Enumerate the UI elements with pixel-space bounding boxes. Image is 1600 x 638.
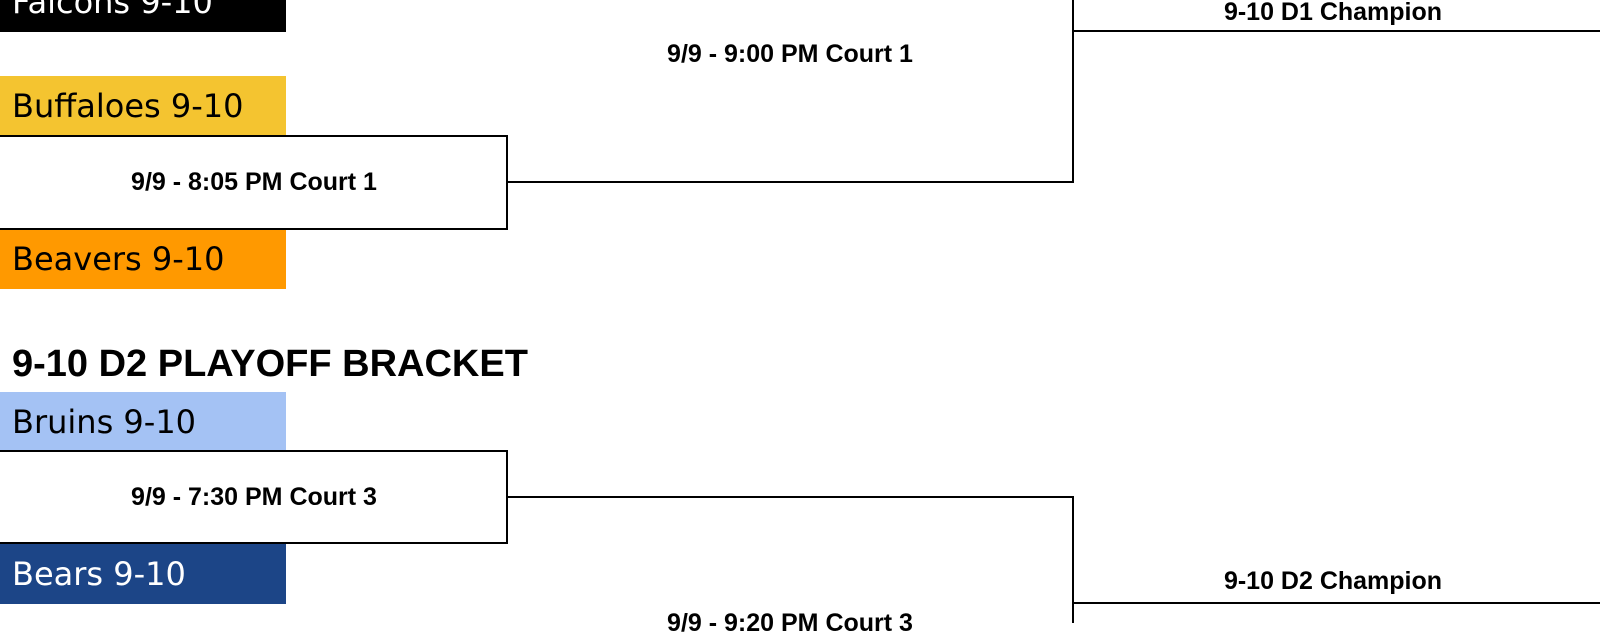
bracket-line: [0, 135, 508, 137]
game-label-d2-final: 9/9 - 9:20 PM Court 3: [667, 609, 913, 637]
bracket-line: [1072, 30, 1600, 32]
team-name: Falcons 9-10: [12, 0, 213, 21]
bracket-line: [1072, 0, 1074, 183]
team-falcons: Falcons 9-10: [0, 0, 286, 32]
bracket-line: [0, 542, 508, 544]
bracket-line: [0, 228, 508, 230]
team-bears: Bears 9-10: [0, 544, 286, 604]
team-name: Bears 9-10: [12, 555, 186, 593]
team-buffaloes: Buffaloes 9-10: [0, 76, 286, 136]
game-label-d1-final: 9/9 - 9:00 PM Court 1: [667, 40, 913, 68]
team-bruins: Bruins 9-10: [0, 392, 286, 452]
game-label-d1-semi: 9/9 - 8:05 PM Court 1: [131, 168, 377, 196]
bracket-line: [506, 181, 1074, 183]
bracket-line: [506, 496, 1074, 498]
bracket-line: [1072, 496, 1074, 623]
team-beavers: Beavers 9-10: [0, 229, 286, 289]
champion-label-d1: 9-10 D1 Champion: [1223, 0, 1443, 26]
game-label-d2-semi: 9/9 - 7:30 PM Court 3: [131, 483, 377, 511]
team-name: Buffaloes 9-10: [12, 87, 244, 125]
champion-label-d2: 9-10 D2 Champion: [1223, 567, 1443, 595]
bracket-line: [1072, 602, 1600, 604]
bracket-line: [0, 450, 508, 452]
team-name: Beavers 9-10: [12, 240, 225, 278]
team-name: Bruins 9-10: [12, 403, 197, 441]
bracket-title-d2: 9-10 D2 PLAYOFF BRACKET: [12, 343, 528, 385]
